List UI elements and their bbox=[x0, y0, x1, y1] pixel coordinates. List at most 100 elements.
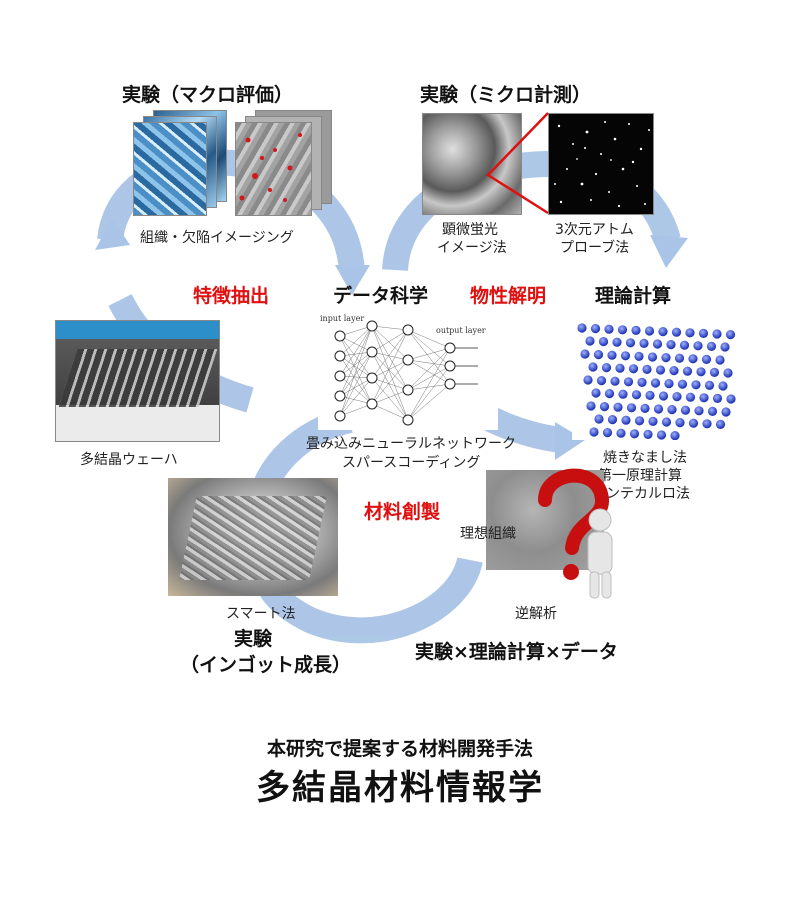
heading-feature: 特徴抽出 bbox=[193, 285, 270, 307]
arrowhead-1 bbox=[335, 265, 370, 295]
lattice-atom bbox=[598, 337, 609, 347]
lattice-atom bbox=[610, 376, 620, 386]
lattice-atom bbox=[621, 415, 631, 425]
heading-datasci: データ科学 bbox=[333, 285, 429, 307]
lattice-atom bbox=[726, 394, 736, 404]
lattice-atom bbox=[577, 323, 587, 333]
lattice-atom bbox=[588, 362, 598, 372]
lattice-atom bbox=[691, 380, 701, 390]
lattice-atom bbox=[631, 325, 641, 335]
lattice-atom bbox=[585, 336, 595, 346]
lattice-atom bbox=[634, 416, 645, 426]
lattice-atom bbox=[723, 368, 733, 378]
caption-nn-2: スパースコーディング bbox=[342, 455, 481, 471]
caption-imaging: 組織・欠陥イメージング bbox=[140, 230, 294, 246]
caption-smart: スマート法 bbox=[226, 606, 296, 622]
caption-atom-1: 3次元アトム bbox=[555, 222, 634, 238]
lattice-atom bbox=[599, 402, 610, 412]
lattice-atom bbox=[607, 350, 617, 360]
caption-calc-2: 第一原理計算 bbox=[598, 468, 682, 484]
caption-ideal: 理想組織 bbox=[460, 526, 516, 542]
lattice-atom bbox=[645, 390, 655, 400]
lattice-atom bbox=[688, 354, 698, 364]
lattice-atom bbox=[591, 388, 601, 398]
lattice-atom bbox=[674, 353, 685, 363]
lattice-atom bbox=[589, 427, 599, 437]
lattice-atom bbox=[626, 403, 637, 413]
lattice-atom bbox=[620, 351, 631, 361]
lattice-atom bbox=[658, 391, 669, 401]
caption-atom-2: プローブ法 bbox=[560, 240, 630, 256]
heading-micro: 実験（ミクロ計測） bbox=[420, 84, 592, 106]
lattice-atom bbox=[698, 328, 709, 338]
lattice-atom bbox=[669, 366, 679, 376]
heading-theory: 理論計算 bbox=[595, 285, 672, 307]
lattice-atom bbox=[725, 330, 736, 340]
lattice-atom bbox=[623, 377, 634, 387]
lattice-atom bbox=[685, 392, 696, 402]
lattice-atom bbox=[661, 353, 671, 363]
wafer-photo bbox=[55, 320, 220, 442]
caption-fluor-1: 顕微蛍光 bbox=[442, 222, 498, 238]
lattice-atom bbox=[699, 393, 709, 403]
footer-subtitle: 本研究で提案する材料開発手法 bbox=[266, 738, 533, 760]
lattice-atom bbox=[704, 380, 715, 390]
lattice-atom bbox=[707, 406, 718, 416]
lattice-atom bbox=[682, 366, 693, 376]
lattice-atom bbox=[696, 367, 706, 377]
lattice-atom bbox=[586, 401, 596, 411]
neural-network-diagram: input layer output layer bbox=[318, 312, 498, 430]
lattice-atom bbox=[655, 365, 666, 375]
lattice-atom bbox=[675, 418, 685, 428]
lattice-atom bbox=[613, 402, 623, 412]
lattice-atom bbox=[701, 354, 712, 364]
caption-wafer: 多結晶ウェーハ bbox=[80, 452, 178, 468]
lattice-atom bbox=[721, 407, 731, 417]
heading-ingot-growth: （インゴット成長） bbox=[180, 654, 352, 676]
lattice-atom bbox=[580, 349, 590, 359]
lattice-atom bbox=[650, 378, 661, 388]
lattice-atom bbox=[653, 404, 664, 414]
lattice-atom bbox=[670, 431, 680, 440]
lattice-atom bbox=[652, 339, 663, 349]
input-layer-label: input layer bbox=[320, 314, 365, 323]
caption-inverse: 逆解析 bbox=[515, 606, 557, 622]
lattice-atom bbox=[639, 338, 649, 348]
heading-macro: 実験（マクロ評価） bbox=[122, 84, 294, 106]
lattice-atom bbox=[629, 429, 640, 439]
lattice-atom bbox=[709, 367, 720, 377]
lattice-atom bbox=[625, 338, 636, 348]
lattice-atom bbox=[607, 415, 618, 425]
lattice-atom bbox=[688, 418, 699, 428]
lattice-atom bbox=[666, 340, 676, 350]
lattice-atom bbox=[604, 389, 615, 399]
lattice-atom bbox=[644, 326, 655, 336]
arrowhead-4 bbox=[95, 218, 130, 250]
heading-ingot-exp: 実験 bbox=[234, 628, 273, 650]
lattice-atom bbox=[643, 429, 653, 439]
lattice-atom bbox=[685, 328, 695, 338]
lattice-atom bbox=[583, 375, 593, 385]
lattice-atom bbox=[601, 363, 612, 373]
lattice-atom bbox=[667, 405, 677, 415]
lattice-atom bbox=[615, 363, 625, 373]
lattice-atom bbox=[706, 341, 717, 351]
atom-probe-image bbox=[548, 113, 654, 215]
lattice-atom bbox=[664, 379, 674, 389]
lattice-atom bbox=[617, 325, 628, 335]
lattice-atom bbox=[593, 350, 604, 360]
lattice-atom bbox=[604, 324, 614, 334]
atom-lattice-image bbox=[572, 318, 737, 440]
lattice-atom bbox=[637, 377, 647, 387]
arrowhead-2 bbox=[650, 235, 688, 268]
caption-fluor-2: イメージ法 bbox=[437, 240, 507, 256]
caption-nn-1: 畳み込みニューラルネットワーク bbox=[306, 436, 516, 452]
lattice-atom bbox=[671, 327, 682, 337]
heading-creation: 材料創製 bbox=[364, 501, 441, 523]
lattice-atom bbox=[656, 430, 667, 440]
lattice-atom bbox=[590, 324, 601, 334]
lattice-atom bbox=[628, 364, 639, 374]
output-layer-label: output layer bbox=[436, 326, 486, 335]
